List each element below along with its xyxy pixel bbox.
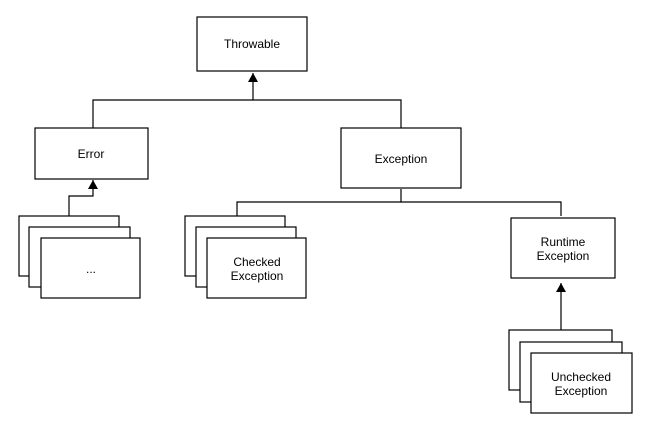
node-checked-exception-label-line2: Exception [231, 269, 284, 283]
node-error-children-stack: ... [18, 215, 141, 299]
node-error-children-label: ... [86, 262, 96, 276]
edge-checked-to-exception [236, 201, 401, 216]
node-throwable: Throwable [196, 16, 308, 72]
edge-runtime-to-exception [400, 189, 562, 216]
node-checked-exception-stack: Checked Exception [184, 215, 307, 299]
edge-error-to-throwable [92, 99, 253, 128]
node-unchecked-exception-label-line1: Unchecked [551, 370, 611, 384]
node-exception: Exception [340, 127, 462, 189]
node-throwable-label: Throwable [224, 37, 280, 51]
node-error-label: Error [78, 147, 105, 161]
node-runtime-exception-label-line1: Runtime [541, 235, 586, 249]
node-runtime-exception-label-line2: Exception [537, 249, 590, 263]
edge-children-to-error [68, 180, 98, 216]
node-unchecked-exception-stack: Unchecked Exception [508, 329, 633, 414]
node-exception-label: Exception [375, 152, 428, 166]
node-runtime-exception: Runtime Exception [510, 217, 616, 279]
edge-exception-to-throwable [248, 73, 402, 128]
node-error: Error [34, 127, 149, 180]
node-unchecked-exception-label-line2: Exception [555, 384, 608, 398]
node-checked-exception-label-line1: Checked [233, 255, 280, 269]
